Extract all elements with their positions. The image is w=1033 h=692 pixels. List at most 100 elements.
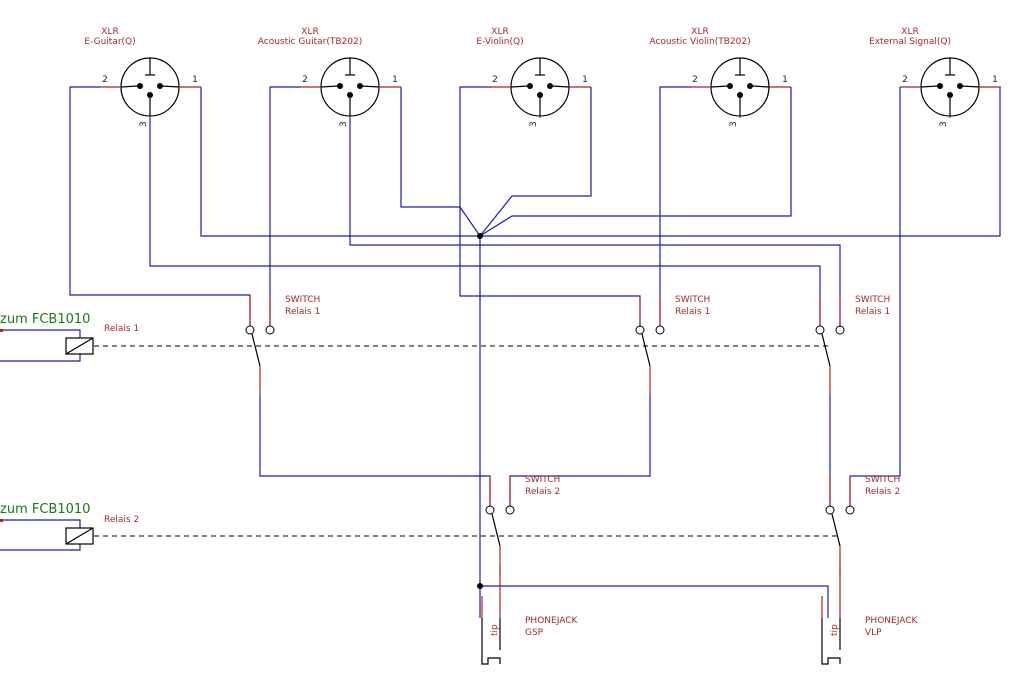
switch-name-label: Relais 2 [865,487,900,497]
wire-ground-to-vlp [480,585,829,618]
xlr-pin-line [961,85,980,88]
xlr-pin-line [361,85,380,88]
phonejack-name: GSP [525,628,544,638]
xlr-pin-dot [727,83,733,89]
switch-type-label: SWITCH [285,295,320,305]
wire-relay1-top [0,329,81,338]
xlr-pin-line [161,85,180,88]
relay-coil-diagonal [65,527,94,545]
phonejack-type: PHONEJACK [525,616,578,626]
xlr-name-label: E-Guitar(Q) [84,37,135,47]
xlr-type-label: XLR [491,27,508,37]
switch-blade [641,333,651,367]
xlr-pin-dot [147,92,153,98]
xlr-pin-dot [537,92,543,98]
xlr-pin-number: 3 [529,121,539,127]
relay-coil-diagonal [65,337,94,355]
switch-contact [655,325,665,335]
phonejack-type: PHONEJACK [865,616,918,626]
phonejack-name: VLP [865,628,882,638]
wire-eviolin-pin2 [459,86,641,326]
relay-coil-2: zum FCB1010 Relais 2 [0,502,139,545]
net-label: zum FCB1010 [0,312,90,327]
switch-contact [825,505,835,515]
xlr-pin-dot [737,92,743,98]
phonejack-body [821,618,841,665]
switch-blade [831,513,841,547]
relay-coil-1: zum FCB1010 Relais 1 [0,312,139,355]
switch-contact [815,325,825,335]
phonejack-gsp: tip PHONEJACK GSP [481,566,578,665]
xlr-pin-number: 2 [302,75,308,85]
wire-acguitar-pin1 [400,87,481,237]
xlr-pin-number: 1 [582,75,588,85]
relay-coil-box [65,527,94,545]
xlr-pin-dot [337,83,343,89]
switch-type-label: SWITCH [675,295,710,305]
phonejack-vlp: tip PHONEJACK VLP [821,566,918,665]
xlr-pin-dot [157,83,163,89]
xlr-name-label: External Signal(Q) [869,37,951,47]
xlr-pin-dot [547,83,553,89]
xlr-type-label: XLR [301,27,318,37]
xlr-pin-number: 3 [729,121,739,127]
wire-relay2-top [0,519,81,528]
switch-contact [505,505,515,515]
xlr-type-label: XLR [691,27,708,37]
switch-contact [245,325,255,335]
relay-label: Relais 1 [104,324,139,334]
wire-acguitar-pin2 [269,86,301,326]
switch-blade [491,513,501,547]
switches: SWITCH Relais 1 SWITCH Relais 1 SWITCHRelais… [245,295,900,575]
switch-contact [265,325,275,335]
switch-name-label: Relais 2 [525,487,560,497]
xlr-pin-line [920,85,939,88]
xlr-pin-line [751,85,770,88]
xlr-pin-line [710,85,729,88]
xlr-name-label: Acoustic Guitar(TB202) [258,37,362,47]
xlr-name-label: Acoustic Violin(TB202) [649,37,750,47]
xlr-pin-number: 2 [692,75,698,85]
net-connection-marker [0,519,3,522]
xlr-pin-dot [947,92,953,98]
xlr-pin-number: 1 [992,75,998,85]
wire-ground-bus [200,87,1001,237]
xlr-pin-number: 1 [782,75,788,85]
switch-blade [251,333,261,367]
xlr-pin-dot [347,92,353,98]
xlr-pin-number: 3 [139,121,149,127]
xlr-pin-dot [357,83,363,89]
phonejack-pin-label: tip [490,624,500,636]
xlr-type-label: XLR [901,27,918,37]
phonejack-body [481,618,501,665]
xlr-pin-line [320,85,339,88]
switch-name-label: Relais 1 [855,307,890,317]
switch-contact [835,325,845,335]
wire-relay2-bottom [0,544,81,551]
wire-acviolin-pin1 [479,87,792,237]
xlr-pin-line [510,85,529,88]
xlr-pin-number: 1 [192,75,198,85]
xlr-pin-dot [137,83,143,89]
wire-relay1-bottom [0,354,81,362]
xlr-pin-line [551,85,570,88]
xlr-pin-line [120,85,139,88]
xlr-pin-number: 1 [392,75,398,85]
wires [0,86,1001,618]
switch-contact [635,325,645,335]
xlr-name-label: E-Violin(Q) [476,37,523,47]
switch: SWITCH Relais 1 [245,295,320,395]
phonejack-pin-label: tip [830,624,840,636]
xlr-pin-dot [957,83,963,89]
relay-label: Relais 2 [104,515,139,525]
junction-dot [477,583,483,589]
switch-name-label: Relais 1 [285,307,320,317]
